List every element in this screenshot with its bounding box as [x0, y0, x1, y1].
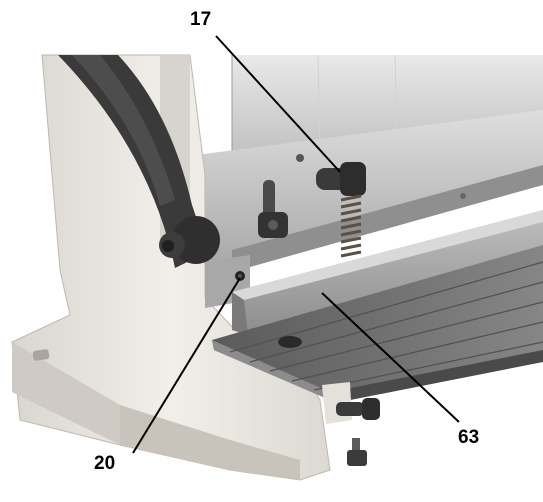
table-bracket — [322, 382, 380, 424]
leader-line-17 — [215, 35, 341, 173]
leader-line-20 — [132, 277, 241, 454]
callout-17: 17 — [190, 9, 212, 30]
leader-line-63 — [321, 292, 460, 423]
floor-bolt — [347, 438, 367, 466]
hold-down-bar — [232, 210, 543, 335]
work-table — [212, 245, 543, 404]
callout-63: 63 — [458, 427, 480, 448]
spring-stop — [316, 162, 366, 258]
adjust-bolt — [258, 180, 288, 238]
lever-arm — [58, 55, 220, 268]
callout-20: 20 — [94, 453, 116, 474]
